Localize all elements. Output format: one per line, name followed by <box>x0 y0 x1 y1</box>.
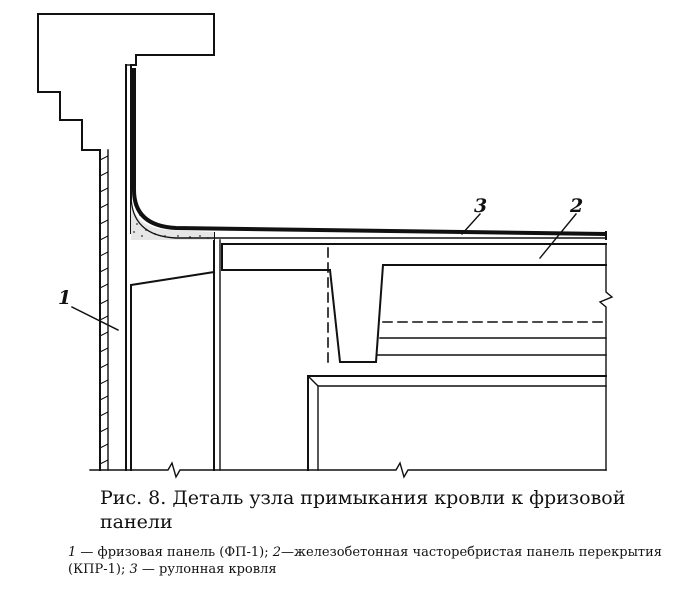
figure-prefix: Рис. 8. <box>100 487 167 509</box>
roof-junction-drawing: 1 3 2 <box>37 13 614 479</box>
caption-legend: 1 — фризовая панель (ФП-1); 2—железобето… <box>0 544 683 578</box>
roll-roofing <box>130 68 607 240</box>
label-1: 1 <box>58 287 71 309</box>
legend-num-1: 1 <box>68 545 77 560</box>
lower-beam <box>307 375 607 471</box>
label-3: 3 <box>474 195 487 217</box>
label-2: 2 <box>569 195 583 217</box>
leader-1 <box>71 306 119 331</box>
legend-text-1: — фризовая панель (ФП-1); <box>76 545 273 560</box>
figure-caption: Рис. 8. Деталь узла примыкания кровли к … <box>0 486 683 578</box>
legend-num-3: 3 <box>129 562 138 577</box>
leader-2 <box>539 213 577 259</box>
caption-title: Рис. 8. Деталь узла примыкания кровли к … <box>0 486 683 534</box>
bottom-break-line <box>89 461 607 479</box>
frieze-hatch <box>99 155 109 465</box>
legend-text-2: —железобетонная часторебристая панель пе… <box>68 545 662 577</box>
frieze-panel <box>37 13 221 471</box>
legend-text-3: — рулонная кровля <box>137 562 277 577</box>
ribbed-floor-panel <box>221 243 614 471</box>
leader-3 <box>461 213 481 235</box>
legend-num-2: 2 <box>272 545 281 560</box>
caption-text: Деталь узла примыкания кровли к фризовой… <box>100 487 626 533</box>
